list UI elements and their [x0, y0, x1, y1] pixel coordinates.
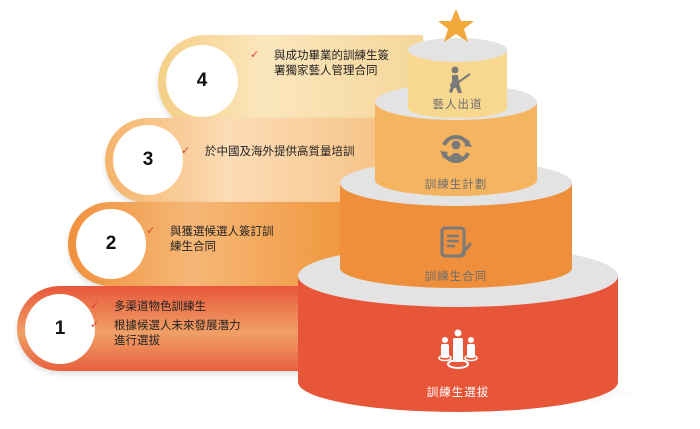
tier-top-surface: [408, 38, 507, 62]
person-cycle-icon: [438, 131, 474, 167]
step-number-1: 1: [25, 294, 95, 364]
check-icon: ✓: [90, 318, 100, 331]
step-band-3: 3 ✓於中國及海外提供高質量培訓: [105, 118, 380, 203]
step-items-4: ✓與成功畢業的訓練生簽署獨家藝人管理合同: [250, 48, 400, 82]
step-number-3: 3: [113, 125, 183, 195]
guitar-player-icon: [444, 66, 472, 94]
check-icon: ✓: [90, 299, 100, 312]
check-icon: ✓: [181, 144, 191, 157]
star-icon: [437, 8, 475, 44]
step-items-1: ✓多渠道物色訓練生 ✓根據候選人未來發展潛力進行選拔: [90, 299, 250, 352]
step-band-1: 1 ✓多渠道物色訓練生 ✓根據候選人未來發展潛力進行選拔: [17, 286, 302, 371]
cake-tier-4: 藝人出道: [408, 38, 507, 118]
step-items-3: ✓於中國及海外提供高質量培訓: [181, 144, 356, 163]
check-icon: ✓: [250, 48, 260, 61]
tier-label-3: 訓練生計劃: [424, 177, 488, 191]
people-group-icon: [436, 328, 480, 372]
step-number-4: 4: [166, 45, 238, 117]
step-item: ✓於中國及海外提供高質量培訓: [181, 144, 355, 158]
step-items-2: ✓與獲選候選人簽訂訓練生合同: [146, 224, 281, 258]
step-item: ✓與成功畢業的訓練生簽署獨家藝人管理合同: [250, 48, 389, 77]
step-number-2: 2: [76, 209, 146, 279]
check-icon: ✓: [146, 224, 156, 237]
step-item: ✓多渠道物色訓練生: [90, 299, 206, 313]
tier-label-4: 藝人出道: [432, 97, 483, 111]
contract-document-icon: [439, 226, 473, 260]
step-item: ✓與獲選候選人簽訂訓練生合同: [146, 224, 274, 253]
tier-label-2: 訓練生合同: [424, 269, 488, 283]
step-band-4: 4 ✓與成功畢業的訓練生簽署獨家藝人管理合同: [158, 35, 423, 130]
tier-label-1: 訓練生選拔: [426, 385, 490, 399]
step-band-2: 2 ✓與獲選候選人簽訂訓練生合同: [68, 202, 343, 286]
step-item: ✓根據候選人未來發展潛力進行選拔: [90, 318, 241, 347]
